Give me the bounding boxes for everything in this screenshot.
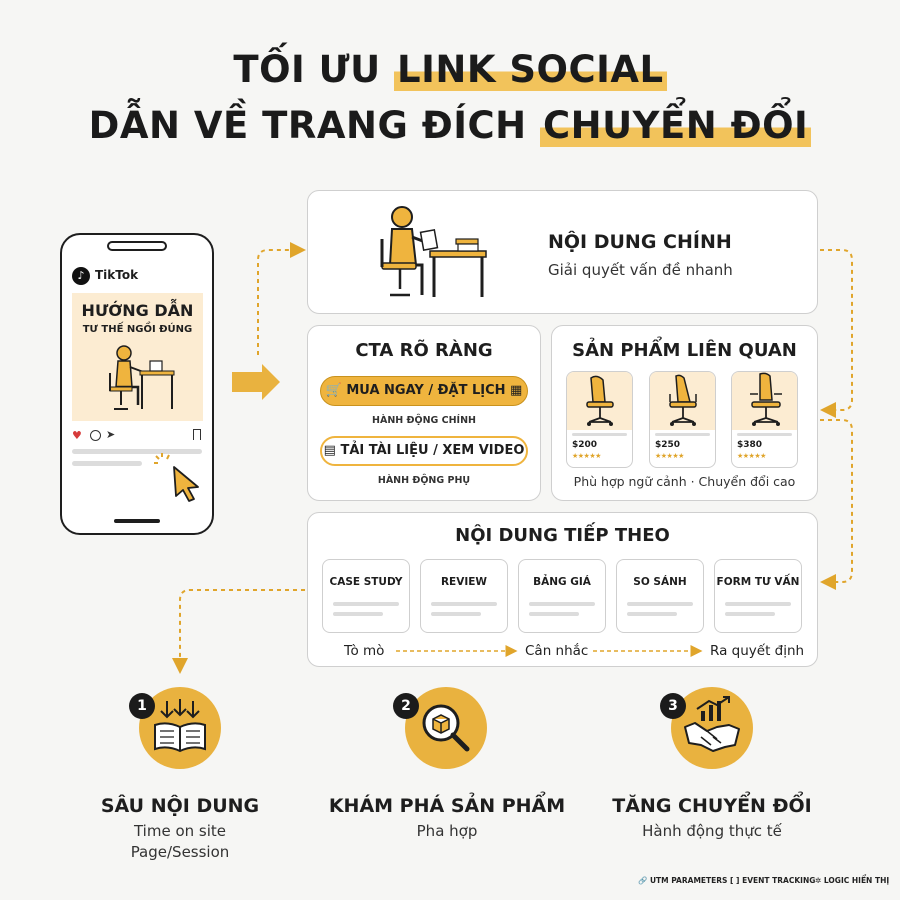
product-card[interactable]: $250 ★★★★★ — [649, 371, 716, 468]
comment-icon[interactable] — [90, 430, 101, 441]
cta-title: CTA RÕ RÀNG — [355, 340, 493, 361]
handshake-icon — [684, 696, 740, 752]
journey-stage-curious: Tò mò — [344, 643, 385, 659]
card-main-content: NỘI DUNG CHÍNH Giải quyết vấn đề nhanh — [307, 190, 818, 314]
arrow-next-to-outcome — [172, 589, 305, 674]
outcome-1-title: SÂU NỘI DUNG — [100, 795, 260, 817]
product-price: $380 — [737, 440, 763, 450]
outcome-1-subtitle-1: Time on site — [133, 822, 227, 840]
office-chair-icon — [586, 375, 614, 426]
product-image — [650, 372, 715, 430]
main-content-subtitle: Giải quyết vấn đề nhanh — [548, 261, 733, 279]
title-highlight-2: CHUYỂN ĐỔI — [540, 104, 812, 147]
stage-compare[interactable]: SO SÁNH — [616, 559, 704, 633]
stage-case-study[interactable]: CASE STUDY — [322, 559, 410, 633]
outcome-3-circle — [671, 687, 753, 769]
post-title: HƯỚNG DẪN — [81, 301, 194, 320]
arrow-right-solid — [232, 364, 280, 400]
stage-consult-form[interactable]: FORM TƯ VẤN — [714, 559, 802, 633]
outcome-2-number: 2 — [393, 693, 419, 719]
footer-event-tracking: [ ] EVENT TRACKING — [730, 876, 816, 885]
office-chair-icon — [669, 374, 697, 426]
product-price: $250 — [655, 440, 681, 450]
outcome-1-circle — [139, 687, 221, 769]
text-placeholder-line — [72, 461, 142, 466]
phone-notch — [107, 241, 167, 251]
arrow-products-to-next — [820, 419, 853, 590]
product-card[interactable]: $380 ★★★★★ — [731, 371, 798, 468]
bookmark-icon[interactable] — [193, 429, 201, 440]
outcome-2-subtitle: Pha hợp — [416, 822, 478, 840]
post-actions: ♥ ➤ — [72, 428, 203, 443]
journey-stage-decide: Ra quyết định — [710, 643, 805, 659]
product-image — [567, 372, 632, 430]
product-rating-stars: ★★★★★ — [737, 452, 766, 460]
card-related-products: SẢN PHẨM LIÊN QUAN $200 ★★★★★ $250 — [551, 325, 818, 501]
footer-display-logic: ✲ LOGIC HIỂN THỊ — [815, 876, 890, 885]
phone-mockup: ♪ TikTok HƯỚNG DẪN TƯ THẾ NGỒI ĐÚNG ♥ ➤ — [60, 233, 214, 535]
arrow-main-to-products — [820, 249, 853, 418]
cta-primary-caption: HÀNH ĐỘNG CHÍNH — [372, 415, 476, 426]
text-placeholder-line — [72, 449, 202, 454]
calendar-icon: ▦ — [510, 383, 523, 398]
journey-stage-consider: Cân nhắc — [525, 643, 589, 659]
title-highlight-1: LINK SOCIAL — [394, 48, 667, 91]
heart-icon[interactable]: ♥ — [72, 429, 82, 442]
phone-home-bar — [114, 519, 160, 523]
logic-icon: ✲ — [815, 876, 822, 885]
reading-at-desk-icon — [380, 206, 487, 297]
magnifier-icon — [422, 704, 470, 752]
send-icon[interactable]: ➤ — [106, 428, 116, 441]
main-content-title: NỘI DUNG CHÍNH — [548, 231, 732, 253]
arrow-to-main — [257, 242, 306, 355]
page-title-line-2: DẪN VỀ TRANG ĐÍCH CHUYỂN ĐỔI — [0, 104, 900, 147]
outcome-3-number: 3 — [660, 693, 686, 719]
link-icon: 🔗 — [638, 876, 648, 885]
product-price: $200 — [572, 440, 598, 450]
outcome-1-number: 1 — [129, 693, 155, 719]
post-subtitle: TƯ THẾ NGỒI ĐÚNG — [82, 324, 193, 335]
footer-utm: 🔗 UTM PARAMETERS — [638, 876, 728, 885]
page-title-line-1: TỐI ƯU LINK SOCIAL — [0, 48, 900, 91]
journey-arrows — [396, 645, 703, 657]
outcome-2-title: KHÁM PHÁ SẢN PHẨM — [328, 795, 566, 817]
products-title: SẢN PHẨM LIÊN QUAN — [572, 340, 797, 361]
product-rating-stars: ★★★★★ — [572, 452, 601, 460]
post-preview[interactable]: HƯỚNG DẪN TƯ THẾ NGỒI ĐÚNG — [72, 293, 203, 421]
product-rating-stars: ★★★★★ — [655, 452, 684, 460]
sitting-person-icon — [109, 345, 175, 410]
products-footer: Phù hợp ngữ cảnh · Chuyển đổi cao — [573, 474, 796, 489]
document-icon: ▤ — [323, 443, 336, 458]
cursor-click-icon — [154, 453, 204, 503]
cta-primary-button[interactable]: 🛒 MUA NGAY / ĐẶT LỊCH ▦ — [320, 376, 528, 406]
outcome-2-circle — [405, 687, 487, 769]
card-next-content: NỘI DUNG TIẾP THEO CASE STUDY REVIEW BẢN… — [307, 512, 818, 667]
outcome-3-title: TĂNG CHUYỂN ĐỔI — [612, 795, 812, 817]
book-icon — [154, 699, 206, 753]
app-name: TikTok — [95, 268, 139, 282]
outcome-1-subtitle-2: Page/Session — [130, 843, 230, 861]
tracking-icon: [ ] — [730, 876, 740, 885]
product-card[interactable]: $200 ★★★★★ — [566, 371, 633, 468]
office-chair-icon — [750, 372, 782, 426]
stage-review[interactable]: REVIEW — [420, 559, 508, 633]
tiktok-logo-icon: ♪ — [72, 267, 90, 285]
next-content-title: NỘI DUNG TIẾP THEO — [455, 525, 670, 546]
product-image — [732, 372, 797, 430]
card-cta: CTA RÕ RÀNG 🛒 MUA NGAY / ĐẶT LỊCH ▦ HÀNH… — [307, 325, 541, 501]
cta-secondary-button[interactable]: ▤ TẢI TÀI LIỆU / XEM VIDEO — [320, 436, 528, 466]
stage-pricing[interactable]: BẢNG GIÁ — [518, 559, 606, 633]
cta-secondary-caption: HÀNH ĐỘNG PHỤ — [377, 475, 471, 486]
outcome-3-subtitle: Hành động thực tế — [642, 822, 782, 840]
cart-icon: 🛒 — [325, 383, 342, 398]
